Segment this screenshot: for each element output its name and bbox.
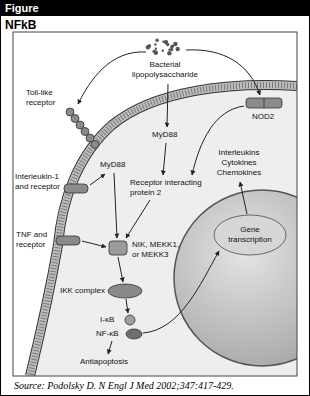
- arrow: [82, 241, 106, 247]
- arrow: [118, 257, 123, 282]
- header-label: Figure: [1, 1, 309, 16]
- figure-title: NFkB: [5, 18, 36, 32]
- arrow: [240, 182, 247, 214]
- caption-holder: Source: Podolsky D. N Engl J Med 2002;34…: [14, 380, 234, 392]
- cell-membrane-edge: [30, 85, 297, 376]
- pathway-arrows: [78, 50, 260, 354]
- molecule-label: Toll-like receptor: [26, 88, 66, 108]
- molecule-label: TNF and receptor: [16, 230, 52, 250]
- label-holder: Interleukins Cytokines Chemokines: [215, 148, 263, 178]
- label-holder: I-κB: [100, 315, 114, 325]
- il1-receptor-symbol: [64, 184, 88, 193]
- molecule-label: Bacterial lipopolysaccharide: [125, 60, 205, 80]
- molecule-label: MyD88: [152, 130, 177, 140]
- molecule-label: MyD88: [100, 160, 125, 170]
- bacterium-dot: [155, 39, 158, 42]
- label-holder: Toll-like receptor: [26, 88, 66, 108]
- arrow: [108, 341, 112, 354]
- bacterium-dot: [155, 47, 157, 49]
- bacterium-dot: [146, 45, 150, 49]
- bacterium-dot: [170, 48, 173, 51]
- bacteria-cluster: [146, 39, 180, 56]
- label-holder: Antiapoptosis: [80, 357, 128, 367]
- arrow: [163, 143, 166, 175]
- nfkb-symbol: [126, 329, 142, 339]
- nucleus: [174, 190, 297, 366]
- label-holder: NOD2: [252, 112, 274, 122]
- bacterium-dot: [162, 40, 164, 42]
- label-holder: IKK complex: [60, 286, 105, 296]
- nod2-symbol: [246, 98, 282, 108]
- title-holder: NFkB: [5, 18, 36, 32]
- arrow: [114, 173, 117, 238]
- label-holder: MyD88: [152, 130, 177, 140]
- molecule-label: Interleukins Cytokines Chemokines: [215, 148, 263, 178]
- bacterium-dot: [167, 51, 171, 55]
- arrow: [143, 251, 219, 333]
- arrow: [126, 299, 128, 313]
- molecule-label: I-κB: [100, 315, 114, 325]
- molecule-label: Antiapoptosis: [80, 357, 128, 367]
- header-band: Figure: [1, 1, 309, 16]
- molecule-label: NIK, MEKK1, or MEKK3: [132, 240, 186, 260]
- molecule-label: NOD2: [252, 112, 274, 122]
- bacterium-dot: [162, 50, 164, 52]
- label-holder: Interleukin-1 and receptor: [15, 172, 63, 192]
- molecule-label: NF-κB: [96, 329, 119, 339]
- molecule-label: IKK complex: [60, 286, 105, 296]
- figure-frame: [13, 32, 297, 376]
- cell-membrane: [30, 85, 297, 376]
- toll-like-receptor-symbol: [66, 108, 99, 149]
- membrane-texture: [30, 85, 297, 376]
- label-holder: Receptor interacting protein 2: [130, 178, 210, 198]
- bacterium-dot: [175, 47, 179, 51]
- gene-region: [214, 215, 286, 255]
- label-holder: Bacterial lipopolysaccharide: [125, 60, 205, 80]
- arrow: [90, 174, 105, 185]
- tnf-receptor-symbol: [56, 236, 80, 245]
- receptor-bead: [91, 141, 99, 149]
- figure-art: [13, 32, 297, 376]
- kinase-symbol: [109, 241, 127, 255]
- molecule-label: Gene transcription: [226, 225, 274, 245]
- ikb-symbol: [125, 315, 135, 325]
- molecule-label: Receptor interacting protein 2: [130, 178, 210, 198]
- bacterium-dot: [166, 43, 169, 46]
- bacterium-dot: [154, 43, 156, 45]
- label-holder: Gene transcription: [226, 225, 274, 245]
- nod2-divider: [264, 98, 265, 108]
- label-holder: TNF and receptor: [16, 230, 52, 250]
- label-holder: NF-κB: [96, 329, 119, 339]
- ikk-symbol: [108, 284, 142, 298]
- bacterium-dot: [171, 45, 174, 48]
- label-holder: MyD88: [100, 160, 125, 170]
- arrow: [126, 200, 150, 238]
- bacterium-dot: [154, 51, 158, 55]
- molecule-label: Interleukin-1 and receptor: [15, 172, 63, 192]
- arrow: [167, 84, 168, 127]
- label-holder: NIK, MEKK1, or MEKK3: [132, 240, 186, 260]
- source-caption: Source: Podolsky D. N Engl J Med 2002;34…: [14, 380, 234, 392]
